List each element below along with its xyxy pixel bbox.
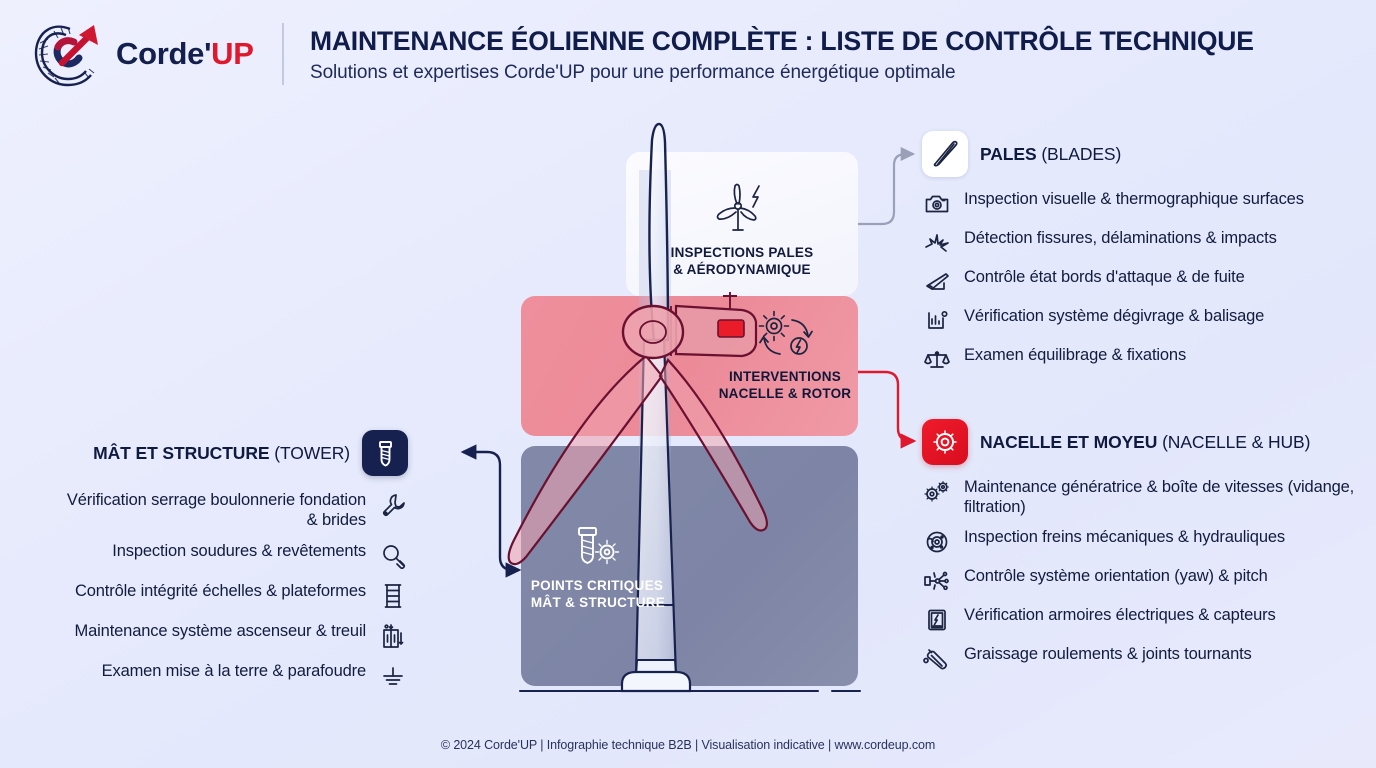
section-blades-badge — [922, 131, 968, 177]
list-item-label: Inspection freins mécaniques & hydrauliq… — [964, 528, 1285, 547]
gear-recycle-lightning-icon — [758, 310, 813, 355]
list-item[interactable]: Détection fissures, délaminations & impa… — [922, 228, 1372, 257]
panel-blades-content: INSPECTIONS PALES & AÉRODYNAMIQUE — [626, 182, 858, 279]
list-item[interactable]: Vérification serrage boulonnerie fondati… — [60, 490, 408, 530]
list-item-label: Examen mise à la terre & parafoudre — [101, 662, 367, 681]
gear-icon — [933, 430, 957, 454]
list-item-label: Vérification système dégivrage & balisag… — [964, 307, 1265, 325]
panel-tower-label-line1: POINTS CRITIQUES — [530, 578, 664, 593]
section-tower-header: MÂT ET STRUCTURE (TOWER) — [60, 430, 408, 476]
section-tower-title: MÂT ET STRUCTURE (TOWER) — [93, 443, 350, 464]
camera-icon — [922, 190, 952, 218]
crack-detection-icon — [922, 229, 952, 257]
bolt-screw-icon — [379, 441, 392, 467]
panel-nacelle-label: INTERVENTIONS NACELLE & ROTOR — [719, 368, 852, 403]
title-block: MAINTENANCE ÉOLIENNE COMPLÈTE : LISTE DE… — [310, 24, 1254, 84]
panel-tower-label-line2: MÂT & STRUCTURE — [530, 595, 666, 611]
list-item[interactable]: Examen équilibrage & fixations — [922, 345, 1372, 374]
list-item[interactable]: Contrôle état bords d'attaque & de fuite — [922, 267, 1372, 296]
brake-disc-icon — [922, 528, 952, 556]
panel-tower-label: POINTS CRITIQUES MÂT & STRUCTURE — [531, 577, 665, 612]
section-blades-title-regular: (BLADES) — [1041, 144, 1122, 164]
section-blades-title-bold: PALES — [980, 144, 1037, 164]
list-item-label: Maintenance génératrice & boîte de vites… — [964, 478, 1355, 517]
section-nacelle-title: NACELLE ET MOYEU (NACELLE & HUB) — [980, 432, 1310, 453]
section-tower-badge — [362, 430, 408, 476]
header-divider — [282, 23, 284, 85]
page-title: MAINTENANCE ÉOLIENNE COMPLÈTE : LISTE DE… — [310, 26, 1254, 56]
brand-wordmark: Corde'UP — [116, 36, 254, 72]
list-item-label: Détection fissures, délaminations & impa… — [964, 229, 1277, 247]
rope-loop-arrow-logo-icon — [34, 25, 98, 87]
list-item-label: Examen équilibrage & fixations — [964, 346, 1187, 364]
list-item-label: Vérification serrage boulonnerie fondati… — [66, 491, 366, 530]
list-item[interactable]: Contrôle système orientation (yaw) & pit… — [922, 566, 1374, 595]
list-item[interactable]: Inspection visuelle & thermographique su… — [922, 189, 1372, 218]
section-blades-title: PALES (BLADES) — [980, 144, 1121, 165]
list-item[interactable]: Inspection soudures & revêtements — [60, 541, 408, 570]
list-item[interactable]: Vérification armoires électriques & capt… — [922, 605, 1374, 634]
connector-blades — [858, 146, 916, 226]
yaw-pitch-motor-icon — [922, 567, 952, 595]
list-item-label: Inspection soudures & revêtements — [112, 542, 366, 561]
connector-tower-to-panel — [463, 450, 522, 578]
turbine-blade-icon — [933, 140, 958, 167]
panel-blades-label-line1: INSPECTIONS PALES — [670, 245, 814, 260]
list-item[interactable]: Maintenance système ascenseur & treuil — [60, 621, 408, 650]
section-tower: MÂT ET STRUCTURE (TOWER) Vérification se… — [60, 430, 408, 701]
list-item-label: Maintenance système ascenseur & treuil — [74, 622, 367, 641]
wind-turbine-lightning-icon — [716, 183, 760, 231]
balance-scale-icon — [922, 346, 952, 374]
elevator-icon — [378, 622, 408, 650]
blade-edge-icon — [922, 268, 952, 296]
section-nacelle-list: Maintenance génératrice & boîte de vites… — [922, 477, 1374, 673]
list-item[interactable]: Inspection freins mécaniques & hydrauliq… — [922, 527, 1374, 556]
ladder-icon — [378, 582, 408, 610]
page-header: Corde'UP MAINTENANCE ÉOLIENNE COMPLÈTE :… — [0, 0, 1376, 108]
bolt-gear-icon — [578, 527, 620, 565]
section-tower-list: Vérification serrage boulonnerie fondati… — [60, 490, 408, 690]
list-item[interactable]: Graissage roulements & joints tournants — [922, 644, 1374, 673]
section-tower-title-bold: MÂT ET STRUCTURE — [93, 442, 270, 463]
wrench-icon — [378, 491, 408, 519]
panel-blades-label: INSPECTIONS PALES & AÉRODYNAMIQUE — [671, 244, 814, 279]
section-nacelle-title-bold: NACELLE ET MOYEU — [980, 432, 1158, 452]
list-item-label: Contrôle intégrité échelles & plateforme… — [74, 582, 366, 601]
panel-nacelle-content: INTERVENTIONS NACELLE & ROTOR — [700, 310, 870, 403]
list-item-label: Contrôle système orientation (yaw) & pit… — [964, 567, 1268, 586]
panel-tower-content: POINTS CRITIQUES MÂT & STRUCTURE — [528, 525, 668, 612]
de-icing-beacon-icon — [922, 307, 952, 335]
section-nacelle: NACELLE ET MOYEU (NACELLE & HUB) Mainten… — [922, 419, 1374, 683]
section-tower-title-regular: (TOWER) — [274, 442, 350, 463]
brand-name-part1: Corde' — [116, 36, 212, 71]
section-nacelle-title-regular: (NACELLE & HUB) — [1162, 432, 1311, 452]
panel-nacelle-label-line2: NACELLE & ROTOR — [718, 386, 852, 402]
electrical-cabinet-icon — [922, 606, 952, 634]
magnifier-icon — [378, 542, 408, 570]
list-item-label: Contrôle état bords d'attaque & de fuite — [964, 268, 1245, 286]
list-item-label: Vérification armoires électriques & capt… — [964, 606, 1276, 625]
list-item[interactable]: Vérification système dégivrage & balisag… — [922, 306, 1372, 335]
panel-blades-label-line2: & AÉRODYNAMIQUE — [673, 262, 811, 278]
page-subtitle: Solutions et expertises Corde'UP pour un… — [310, 62, 956, 83]
section-blades: PALES (BLADES) Inspection visuelle & the… — [922, 131, 1372, 384]
footer: © 2024 Corde'UP | Infographie technique … — [440, 738, 936, 752]
list-item[interactable]: Examen mise à la terre & parafoudre — [60, 661, 408, 690]
gears-icon — [922, 478, 952, 506]
list-item-label: Graissage roulements & joints tournants — [964, 645, 1252, 664]
brand-logo[interactable]: Corde'UP — [28, 15, 278, 93]
list-item[interactable]: Maintenance génératrice & boîte de vites… — [922, 477, 1374, 517]
brand-name-part2: UP — [211, 36, 254, 71]
panel-nacelle-label-line1: INTERVENTIONS — [729, 369, 841, 384]
grease-gun-icon — [922, 645, 952, 673]
section-blades-header: PALES (BLADES) — [922, 131, 1372, 177]
section-nacelle-badge — [922, 419, 968, 465]
grounding-icon — [378, 662, 408, 690]
section-nacelle-header: NACELLE ET MOYEU (NACELLE & HUB) — [922, 419, 1374, 465]
list-item[interactable]: Contrôle intégrité échelles & plateforme… — [60, 581, 408, 610]
section-blades-list: Inspection visuelle & thermographique su… — [922, 189, 1372, 374]
list-item-label: Inspection visuelle & thermographique su… — [964, 190, 1304, 208]
